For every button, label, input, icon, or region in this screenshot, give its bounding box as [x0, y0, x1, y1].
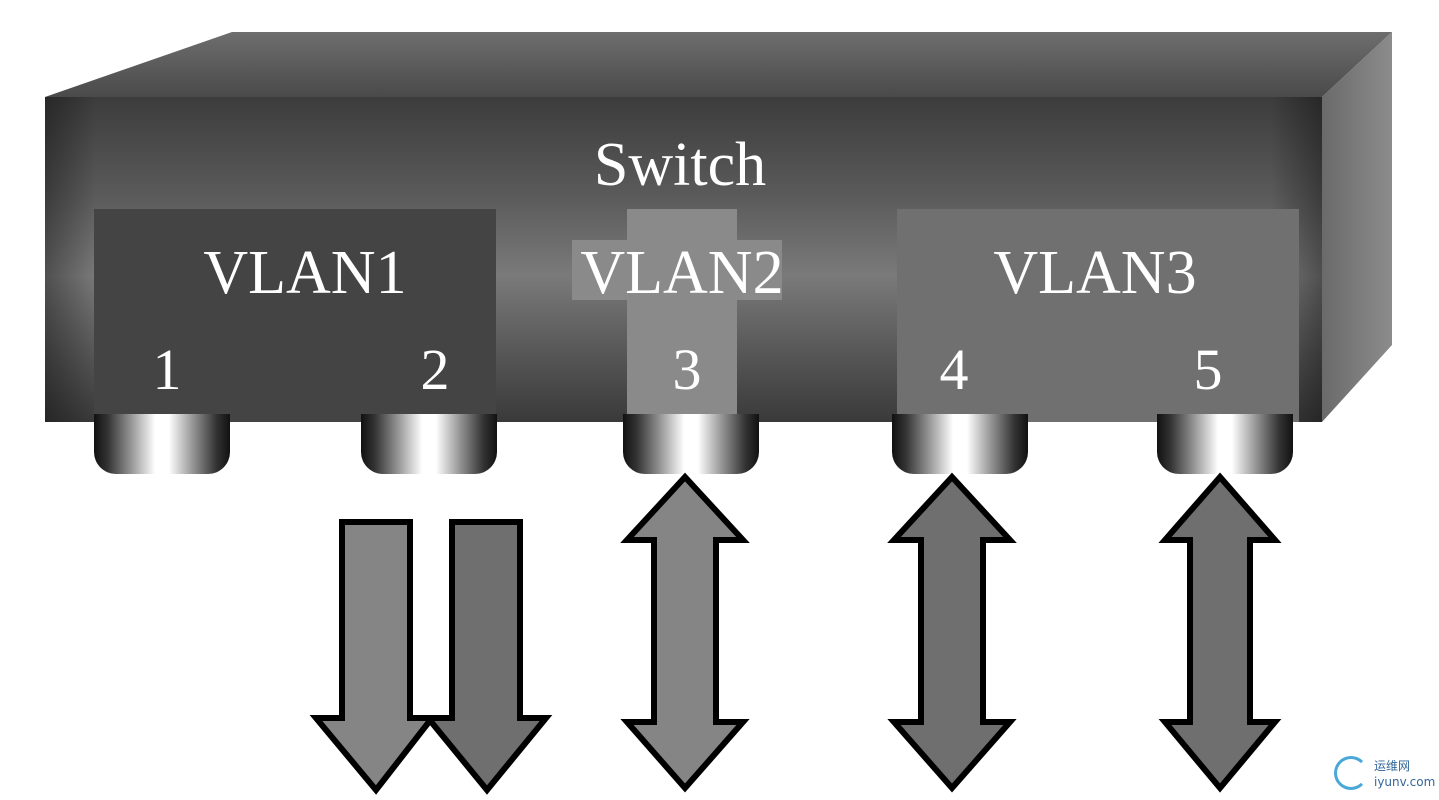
- port-connector-3: [623, 414, 759, 474]
- vlan2-label: VLAN2: [580, 239, 784, 307]
- port-number-1: 1: [152, 337, 182, 402]
- watermark-line2: iyunv.com: [1374, 775, 1436, 789]
- port-connector-2: [361, 414, 497, 474]
- switch-top-face: [45, 32, 1392, 97]
- vlan3-label: VLAN3: [993, 239, 1197, 307]
- port-connector-1: [94, 414, 230, 474]
- port-connector-4: [892, 414, 1028, 474]
- watermark-text: 运维网 iyunv.com: [1374, 758, 1435, 790]
- port2-down-arrow-right: [421, 519, 553, 795]
- switch-right-face: [1322, 32, 1392, 422]
- watermark-logo-icon: [1334, 756, 1368, 790]
- watermark-line1: 运维网: [1374, 759, 1411, 773]
- vlan2-region: [627, 209, 737, 422]
- port-connector-5: [1157, 414, 1293, 474]
- vlan1-region: [94, 209, 496, 422]
- port2-down-arrow-left: [309, 519, 439, 795]
- port3-bidirectional-arrow: [620, 472, 750, 793]
- port5-bidirectional-arrow: [1158, 472, 1282, 793]
- vlan1-label: VLAN1: [203, 239, 407, 307]
- port4-bidirectional-arrow: [887, 472, 1017, 793]
- port-number-3: 3: [672, 337, 702, 402]
- vlan3-region: [897, 209, 1299, 422]
- port-number-2: 2: [420, 337, 450, 402]
- port-number-4: 4: [939, 337, 969, 402]
- port-number-5: 5: [1193, 337, 1223, 402]
- switch-title: Switch: [593, 131, 767, 199]
